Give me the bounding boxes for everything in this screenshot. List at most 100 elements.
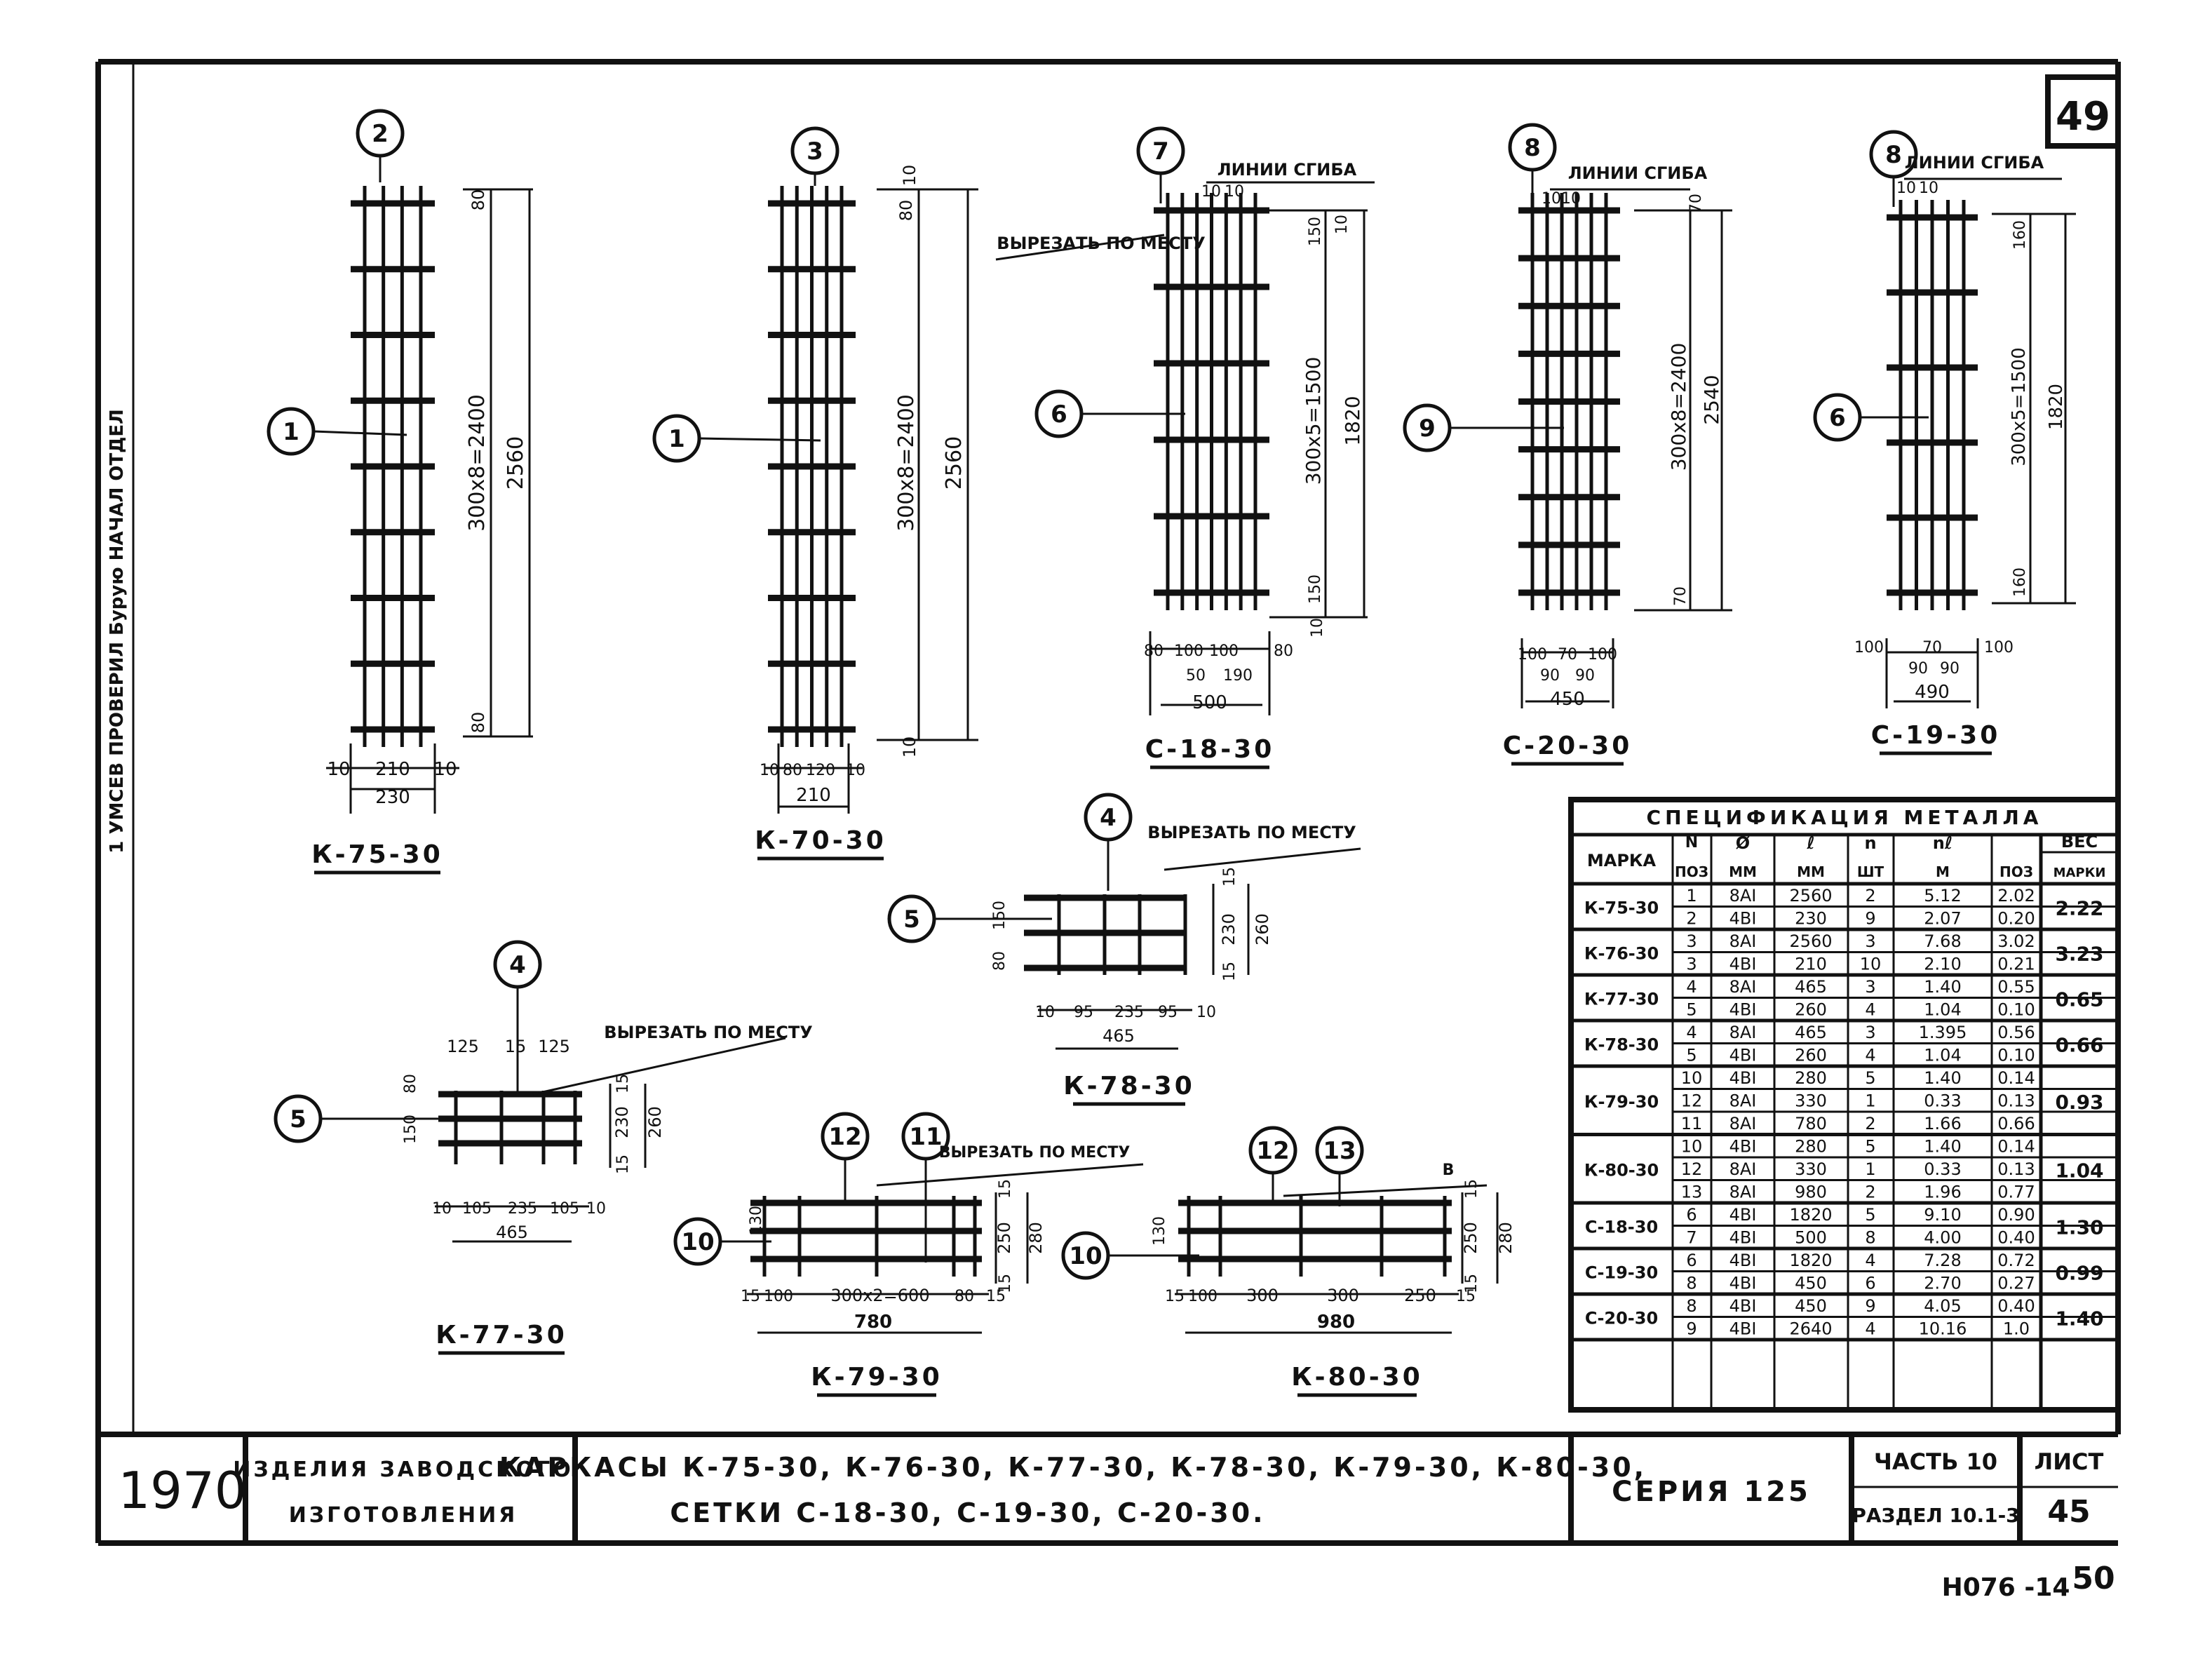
table-cell: 1.0	[2003, 1319, 2030, 1339]
col-header: МАРКИ	[2053, 866, 2106, 880]
table-cell: 6	[1686, 1205, 1697, 1225]
table-cell: 260	[1795, 1046, 1827, 1065]
table-cell: 8АI	[1729, 1091, 1757, 1111]
table-cell: 450	[1795, 1274, 1827, 1293]
table-cell: 0.55	[1997, 977, 2035, 997]
table-cell: 12	[1681, 1159, 1703, 1179]
dim: 105	[550, 1200, 579, 1218]
dim: 10	[1201, 183, 1221, 201]
dim: 100	[1588, 646, 1617, 664]
col-header: МАРКА	[1587, 851, 1657, 870]
drawing-label-k70: К-70-30	[755, 826, 886, 855]
sheet-label: ЛИСТ	[2035, 1448, 2104, 1475]
note-cut: ВЫРЕЗАТЬ ПО МЕСТУ	[939, 1144, 1131, 1162]
dim: 15	[997, 1274, 1014, 1293]
table-cell: 8	[1865, 1228, 1875, 1248]
table-total: 0.66	[2055, 1034, 2103, 1057]
dim: 260	[1253, 913, 1272, 945]
table-cell: 8АI	[1729, 977, 1757, 997]
dim: 15	[1221, 962, 1239, 981]
table-mark: К-79-30	[1584, 1092, 1659, 1112]
position-number: 1	[283, 418, 299, 446]
table-total: 3.23	[2055, 943, 2103, 966]
dim: 10	[327, 759, 350, 780]
dim: 80	[955, 1288, 974, 1305]
dim: 80	[783, 762, 802, 779]
dim-end: 10	[900, 165, 919, 187]
dim-span: 300x8=2400	[1667, 343, 1690, 471]
table-cell: 1.04	[1924, 1000, 1961, 1020]
table-cell: 0.90	[1997, 1205, 2035, 1225]
table-cell: 10.16	[1919, 1319, 1967, 1339]
mesh-c19	[1887, 200, 1978, 610]
col-header: Ø	[1736, 833, 1750, 853]
table-cell: 1820	[1789, 1251, 1832, 1270]
dim-span: 300x5=1500	[1302, 357, 1325, 485]
table-cell: 780	[1795, 1114, 1827, 1133]
table-cell: 12	[1681, 1091, 1703, 1111]
table-cell: 13	[1681, 1183, 1703, 1202]
table-cell: 0.21	[1997, 955, 2035, 974]
col-header: ПОЗ	[1675, 863, 1708, 880]
table-cell: 0.27	[1997, 1274, 2035, 1293]
table-cell: 1	[1865, 1159, 1875, 1179]
dim: 130	[1151, 1216, 1168, 1246]
table-cell: 3	[1865, 977, 1875, 997]
cage-k75	[351, 186, 435, 747]
margin-stamp: 1 УМСЕВ ПРОВЕРИЛ Бурую НАЧАЛ ОТДЕЛ	[107, 409, 128, 853]
col-header: ВЕС	[2061, 832, 2098, 851]
table-cell: 4ВI	[1729, 1296, 1757, 1316]
page-mark: 50	[2072, 1561, 2115, 1596]
table-cell: 210	[1795, 955, 1827, 974]
table-cell: 4ВI	[1729, 1137, 1757, 1157]
table-mark: К-75-30	[1584, 898, 1659, 918]
drawing-label-k75: К-75-30	[311, 840, 443, 869]
table-cell: 4	[1865, 1319, 1875, 1339]
table-cell: 4ВI	[1729, 1319, 1757, 1339]
position-number: 6	[1051, 400, 1067, 429]
table-cell: 0.14	[1997, 1137, 2035, 1157]
table-cell: 10	[1860, 955, 1882, 974]
table-cell: 4ВI	[1729, 1205, 1757, 1225]
dim: 100	[1518, 646, 1547, 664]
dim-end: 150	[1307, 217, 1324, 246]
table-cell: 9	[1865, 1296, 1875, 1316]
table-cell: 2.02	[1997, 886, 2035, 906]
dim: 130	[748, 1206, 765, 1235]
table-cell: 4ВI	[1729, 955, 1757, 974]
dim: 15	[1463, 1179, 1481, 1199]
dim: 210	[375, 759, 410, 780]
dim: 15	[741, 1288, 760, 1305]
table-cell: 2	[1865, 1114, 1875, 1133]
leader	[1283, 1184, 1488, 1197]
table-cell: 8АI	[1729, 1114, 1757, 1133]
table-cell: 4.00	[1924, 1228, 1961, 1248]
corner-sheet-number: 49	[2056, 94, 2110, 140]
table-cell: 6	[1686, 1251, 1697, 1270]
position-number: 10	[681, 1228, 714, 1256]
spec-title: СПЕЦИФИКАЦИЯ МЕТАЛЛА	[1647, 806, 2043, 829]
dim: 230	[1219, 913, 1239, 945]
table-cell: 0.56	[1997, 1023, 2035, 1042]
table-cell: 4ВI	[1729, 1251, 1757, 1270]
table-mark: К-77-30	[1584, 990, 1659, 1009]
table-cell: 6	[1865, 1274, 1875, 1293]
dim: 50	[1186, 667, 1206, 685]
leader	[699, 437, 821, 442]
dim: 250	[1404, 1286, 1436, 1305]
table-cell: 1.40	[1924, 977, 1961, 997]
dim: 80	[1144, 642, 1164, 660]
dim-span: 300x8=2400	[465, 394, 490, 532]
dim: 15	[1221, 867, 1239, 887]
dim: 10	[760, 762, 779, 779]
table-cell: 1	[1686, 886, 1697, 906]
table-cell: 5	[1865, 1068, 1875, 1088]
note-cut: В	[1443, 1162, 1455, 1179]
table-cell: 0.13	[1997, 1159, 2035, 1179]
dim-total: 2560	[942, 436, 966, 490]
table-cell: 980	[1795, 1183, 1827, 1202]
position-number: 5	[903, 906, 920, 934]
table-cell: 3.02	[1997, 931, 2035, 951]
dim: 250	[994, 1222, 1014, 1254]
table-cell: 0.14	[1997, 1068, 2035, 1088]
